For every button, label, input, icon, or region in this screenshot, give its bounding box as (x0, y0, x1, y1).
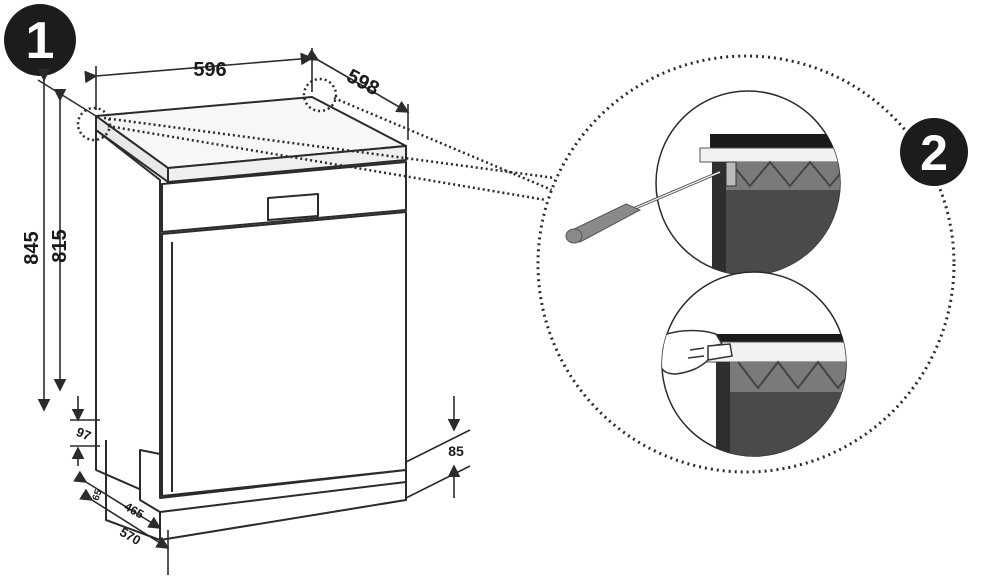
hand-icon (662, 329, 733, 375)
step-2-badge: 2 (900, 118, 968, 186)
step-1-number: 1 (26, 12, 55, 70)
dim-total-height-label: 845 (21, 231, 43, 264)
dim-toe-kick-label: 85 (448, 443, 464, 459)
dim-depth-label: 598 (343, 65, 383, 100)
door-panel (161, 211, 407, 497)
step-2-number: 2 (920, 125, 948, 181)
screwdriver-icon (565, 170, 721, 244)
dimension-lines (37, 48, 471, 575)
zoom-connectors (103, 96, 556, 202)
dim-body-height-label: 815 (49, 229, 71, 262)
worktop-side-edge (95, 115, 169, 183)
dim-small-offset-label: 65 (91, 488, 105, 503)
dim-width-label: 596 (193, 59, 226, 81)
corner-highlight-left (76, 106, 112, 142)
step-1-badge: 1 (4, 4, 76, 76)
dishwasher-body (95, 96, 407, 541)
dim-full-depth-label: 570 (117, 524, 143, 548)
door-handle (267, 193, 319, 221)
dim-plinth-label: 97 (74, 424, 93, 443)
detail-lift-worktop (661, 271, 847, 457)
